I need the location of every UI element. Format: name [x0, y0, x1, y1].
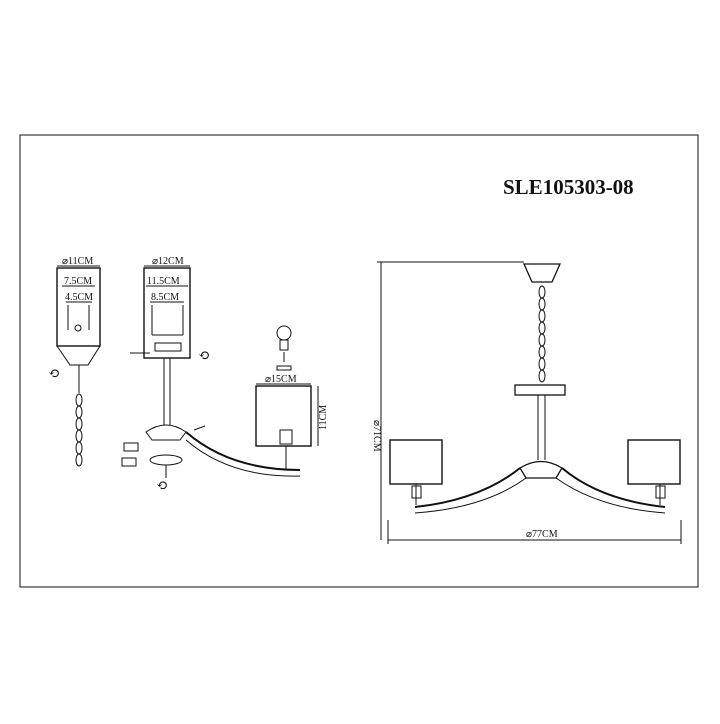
left-arm-lower [414, 477, 527, 514]
drawing-border [19, 134, 699, 588]
chain-links [75, 393, 83, 467]
bulb-socket-ring [276, 365, 292, 371]
chain-links [538, 285, 546, 383]
ceiling-cup-detail: ⌀11CM 7.5CM 4.5CM ⟲ [48, 256, 101, 467]
shade-outline [255, 385, 312, 447]
mount-plate [514, 384, 566, 396]
ceiling-cup-outline [56, 267, 101, 347]
mount-plate [154, 342, 182, 352]
right-shade [627, 439, 681, 485]
canopy-taper [56, 345, 101, 366]
full-assembly-view: ⌀71CM ⌀77CM [371, 261, 682, 544]
mount-inner-label-2: 8.5CM [151, 292, 179, 303]
rotate-arrow-icon: ⟲ [198, 349, 210, 364]
shade-height-label: 11CM [318, 405, 329, 430]
connector-icon [123, 442, 139, 452]
ceiling-cup-inner-label-1: 7.5CM [64, 276, 92, 287]
bulb-base [279, 339, 289, 351]
shade-detail: ⌀15CM 11CM [255, 325, 329, 470]
mount-diameter-label: ⌀12CM [152, 256, 184, 267]
ceiling-canopy [522, 263, 562, 283]
left-shade [389, 439, 443, 485]
connector-icon [121, 457, 137, 467]
left-socket-body [411, 485, 422, 499]
left-arm [414, 467, 521, 508]
mount-inner-label-1: 11.5CM [147, 276, 180, 287]
right-arm-lower [555, 477, 666, 514]
shade-socket [279, 429, 293, 445]
center-hub [519, 460, 563, 479]
lamp-arm-lower [185, 439, 301, 477]
rotate-arrow-icon: ⟲ [156, 479, 168, 494]
arrow-line [193, 425, 206, 431]
right-arm [561, 467, 666, 508]
right-socket-body [655, 485, 666, 499]
model-number: SLE105303-08 [503, 175, 634, 199]
bulb-icon [276, 325, 292, 341]
shade-diameter-label: ⌀15CM [265, 374, 297, 385]
mounting-detail: ⌀12CM 11.5CM 8.5CM ⟲ ⟲ [121, 256, 301, 494]
total-width-label: ⌀77CM [526, 529, 558, 540]
bottom-nut [149, 454, 183, 466]
screw-icon [74, 324, 82, 332]
center-hub [145, 424, 187, 441]
lamp-arm [185, 431, 301, 471]
ceiling-cup-diameter-label: ⌀11CM [62, 256, 93, 267]
rotate-arrow-icon: ⟲ [48, 367, 60, 382]
mount-cup-outline [143, 267, 191, 359]
total-height-label: ⌀71CM [371, 420, 382, 452]
ceiling-cup-inner-label-2: 4.5CM [65, 292, 93, 303]
